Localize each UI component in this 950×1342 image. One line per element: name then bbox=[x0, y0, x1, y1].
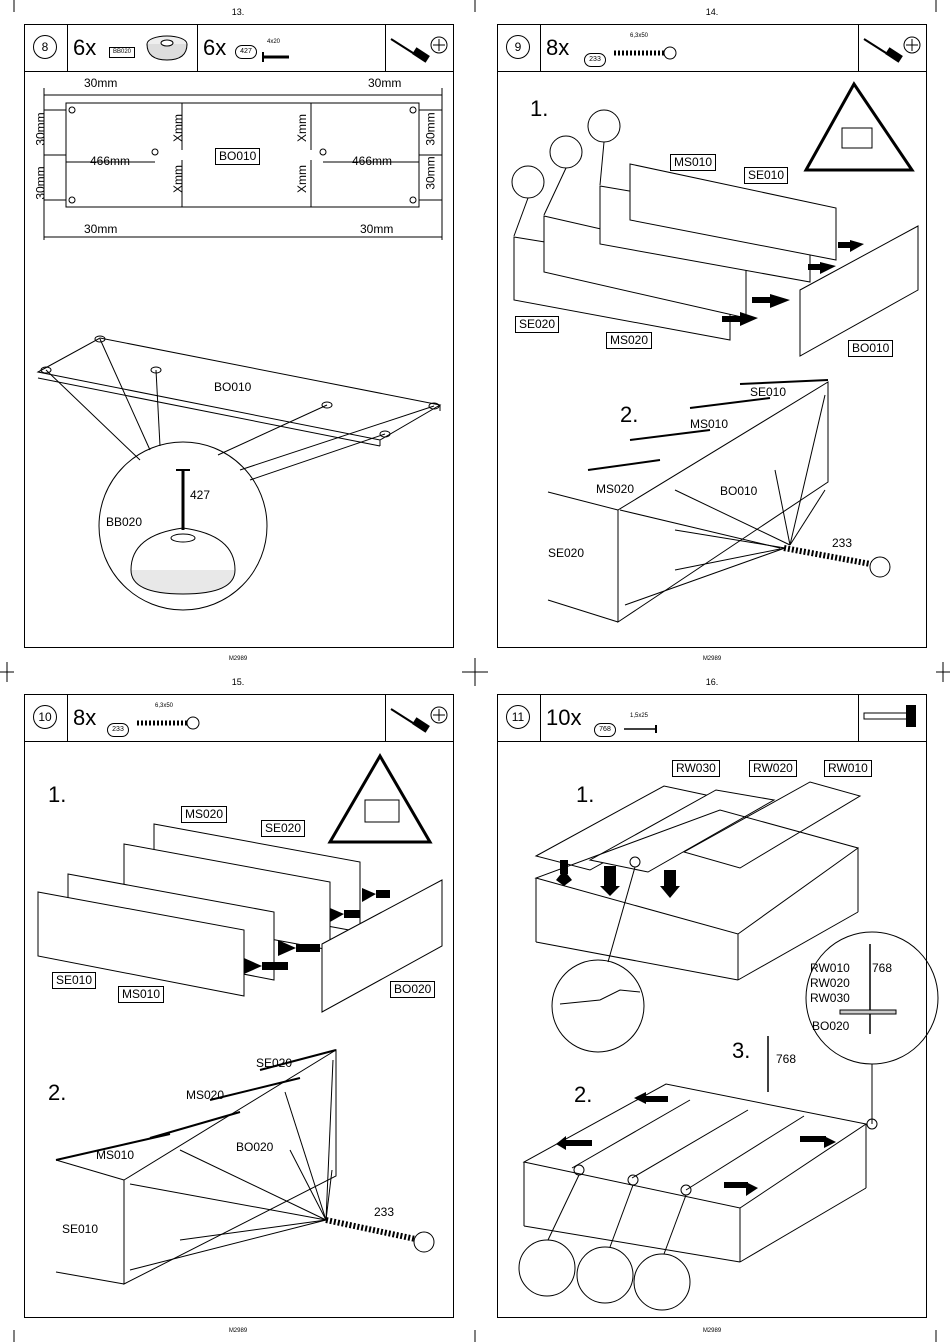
quantity: 8x bbox=[73, 705, 97, 730]
part-a-code: BB020 bbox=[109, 47, 135, 58]
part-label-rw030: RW030 bbox=[672, 760, 720, 777]
step-number: 8 bbox=[33, 35, 57, 59]
part-size: 6,3x50 bbox=[155, 703, 174, 709]
step-number: 11 bbox=[506, 705, 530, 729]
detail-nail-label: 768 bbox=[872, 961, 893, 975]
screwdriver-icon bbox=[863, 36, 921, 63]
part-label-rw010: RW010 bbox=[824, 760, 872, 777]
detail-label-bo020: BO020 bbox=[812, 1019, 850, 1033]
part-size: 1,5x25 bbox=[630, 713, 649, 719]
part-label-ms010: MS010 bbox=[690, 417, 729, 431]
step-number: 9 bbox=[506, 35, 530, 59]
hammer-icon bbox=[863, 705, 916, 727]
part-label-ms010: MS010 bbox=[118, 986, 165, 1003]
screw-label: 427 bbox=[190, 488, 211, 502]
nail-label: 768 bbox=[776, 1052, 797, 1066]
step-11-header: 11 10x 768 1,5x25 bbox=[498, 695, 926, 742]
step-10-header: 10 8x 233 6,3x50 bbox=[25, 695, 453, 742]
step-number: 10 bbox=[33, 705, 57, 729]
step-9-header: 9 8x 233 6,3x50 bbox=[498, 25, 926, 72]
part-label-ms010: MS010 bbox=[670, 154, 717, 171]
page-number-16: 16. bbox=[705, 677, 719, 687]
dim-30mm: 30mm bbox=[360, 222, 394, 236]
part-label-se010: SE010 bbox=[62, 1222, 99, 1236]
part-label-ms020: MS020 bbox=[596, 482, 635, 496]
footer-code: M2989 bbox=[228, 656, 248, 662]
dim-466mm: 466mm bbox=[352, 154, 393, 168]
footer-code: M2989 bbox=[702, 656, 722, 662]
part-label-bo010: BO010 bbox=[720, 484, 758, 498]
screwdriver-icon bbox=[390, 36, 448, 63]
quantity-a: 6x bbox=[73, 35, 97, 60]
step-8-panel: 8 6x BB020 6x 427 4x20 bbox=[24, 24, 454, 648]
detail-label-rw030: RW030 bbox=[810, 991, 850, 1005]
part-label-bo010: BO010 bbox=[848, 340, 894, 357]
screw-label: 233 bbox=[832, 536, 853, 550]
part-code: 233 bbox=[107, 723, 129, 737]
substep-3: 3. bbox=[732, 1038, 751, 1063]
part-label-ms020: MS020 bbox=[186, 1088, 225, 1102]
part-label-se010: SE010 bbox=[744, 167, 789, 184]
screw-label: 233 bbox=[374, 1205, 395, 1219]
quantity: 10x bbox=[546, 705, 582, 730]
dim-30mm: 30mm bbox=[368, 76, 402, 90]
quantity: 8x bbox=[546, 35, 570, 60]
dim-30mm: 30mm bbox=[84, 222, 118, 236]
part-code: 233 bbox=[584, 53, 606, 67]
board-label: BO010 bbox=[215, 148, 261, 165]
part-label-se020: SE020 bbox=[515, 316, 560, 333]
page-number-13: 13. bbox=[231, 7, 245, 17]
foot-label: BB020 bbox=[106, 515, 143, 529]
substep-1: 1. bbox=[530, 96, 549, 121]
part-label-ms010: MS010 bbox=[96, 1148, 135, 1162]
board-label-3d: BO010 bbox=[214, 380, 252, 394]
substep-1: 1. bbox=[576, 782, 595, 807]
screw-icon bbox=[614, 46, 677, 60]
part-label-se010: SE010 bbox=[52, 972, 97, 989]
part-label-rw020: RW020 bbox=[749, 760, 797, 777]
substep-2: 2. bbox=[620, 402, 639, 427]
footer-code: M2989 bbox=[702, 1328, 722, 1334]
part-b-size: 4x20 bbox=[267, 39, 281, 45]
part-code: 768 bbox=[594, 723, 616, 737]
part-label-se020: SE020 bbox=[256, 1056, 293, 1070]
cabinet-foot-icon bbox=[146, 35, 188, 61]
part-label-se020: SE020 bbox=[261, 820, 306, 837]
footer-code: M2989 bbox=[228, 1328, 248, 1334]
part-label-bo020: BO020 bbox=[236, 1140, 274, 1154]
screwdriver-icon bbox=[390, 706, 448, 733]
page-number-14: 14. bbox=[705, 7, 719, 17]
screw-icon bbox=[262, 52, 289, 62]
substep-1: 1. bbox=[48, 782, 67, 807]
page-number-15: 15. bbox=[231, 677, 245, 687]
substep-2: 2. bbox=[48, 1080, 67, 1105]
substep-2: 2. bbox=[574, 1082, 593, 1107]
part-label-ms020: MS020 bbox=[606, 332, 653, 349]
screw-icon bbox=[137, 716, 200, 730]
part-label-bo020: BO020 bbox=[390, 981, 436, 998]
dim-466mm: 466mm bbox=[90, 154, 131, 168]
part-label-se020: SE020 bbox=[548, 546, 585, 560]
part-label-se010: SE010 bbox=[750, 385, 787, 399]
part-size: 6,3x50 bbox=[630, 33, 649, 39]
quantity-b: 6x bbox=[203, 35, 227, 60]
detail-label-rw010: RW010 bbox=[810, 961, 850, 975]
dim-30mm: 30mm bbox=[84, 76, 118, 90]
part-label-ms020: MS020 bbox=[181, 806, 228, 823]
nail-icon bbox=[624, 725, 657, 733]
step-8-header: 8 6x BB020 6x 427 4x20 bbox=[25, 25, 453, 72]
part-b-code: 427 bbox=[235, 45, 257, 59]
detail-label-rw020: RW020 bbox=[810, 976, 850, 990]
